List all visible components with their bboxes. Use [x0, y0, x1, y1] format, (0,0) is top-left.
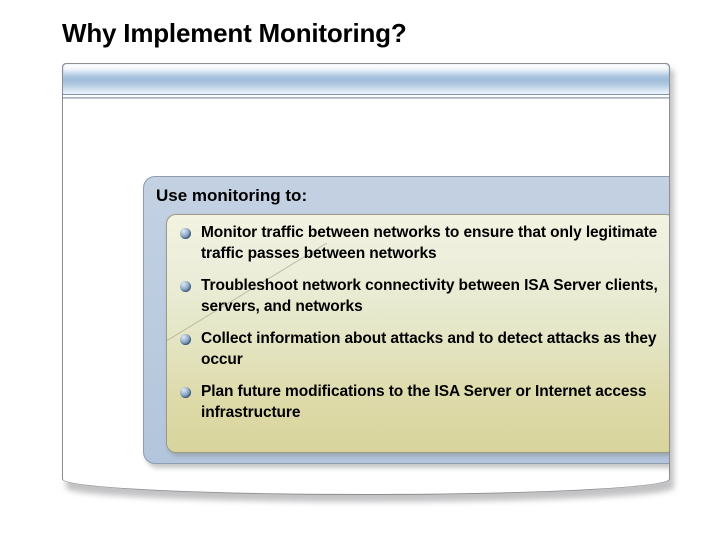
sphere-bullet-icon — [180, 281, 191, 292]
list-item: Collect information about attacks and to… — [178, 329, 669, 370]
page-title: Why Implement Monitoring? — [62, 18, 407, 48]
list-item-label: Monitor traffic between networks to ensu… — [201, 224, 658, 262]
document-window-body: Use monitoring to: Monitor traffic betwe… — [62, 63, 670, 495]
sphere-bullet-icon — [180, 334, 191, 345]
document-window: Use monitoring to: Monitor traffic betwe… — [62, 63, 674, 502]
sphere-bullet-icon — [180, 387, 191, 398]
content-panel-box: Use monitoring to: Monitor traffic betwe… — [143, 176, 669, 464]
titlebar-sheen — [64, 65, 668, 75]
list-item: Plan future modifications to the ISA Ser… — [178, 382, 669, 423]
window-titlebar — [63, 64, 669, 95]
sphere-bullet-icon — [180, 228, 191, 239]
list-item-label: Plan future modifications to the ISA Ser… — [201, 383, 647, 421]
bullet-list: Monitor traffic between networks to ensu… — [178, 223, 669, 423]
list-item-label: Troubleshoot network connectivity betwee… — [201, 277, 658, 315]
content-panel: Use monitoring to: Monitor traffic betwe… — [143, 176, 669, 468]
titlebar-separator — [63, 97, 669, 99]
bullet-panel: Monitor traffic between networks to ensu… — [166, 214, 669, 456]
list-item: Troubleshoot network connectivity betwee… — [178, 276, 669, 317]
panel-heading: Use monitoring to: — [156, 186, 308, 205]
list-item: Monitor traffic between networks to ensu… — [178, 223, 669, 264]
list-item-label: Collect information about attacks and to… — [201, 330, 657, 368]
bullet-panel-box: Monitor traffic between networks to ensu… — [166, 214, 669, 453]
